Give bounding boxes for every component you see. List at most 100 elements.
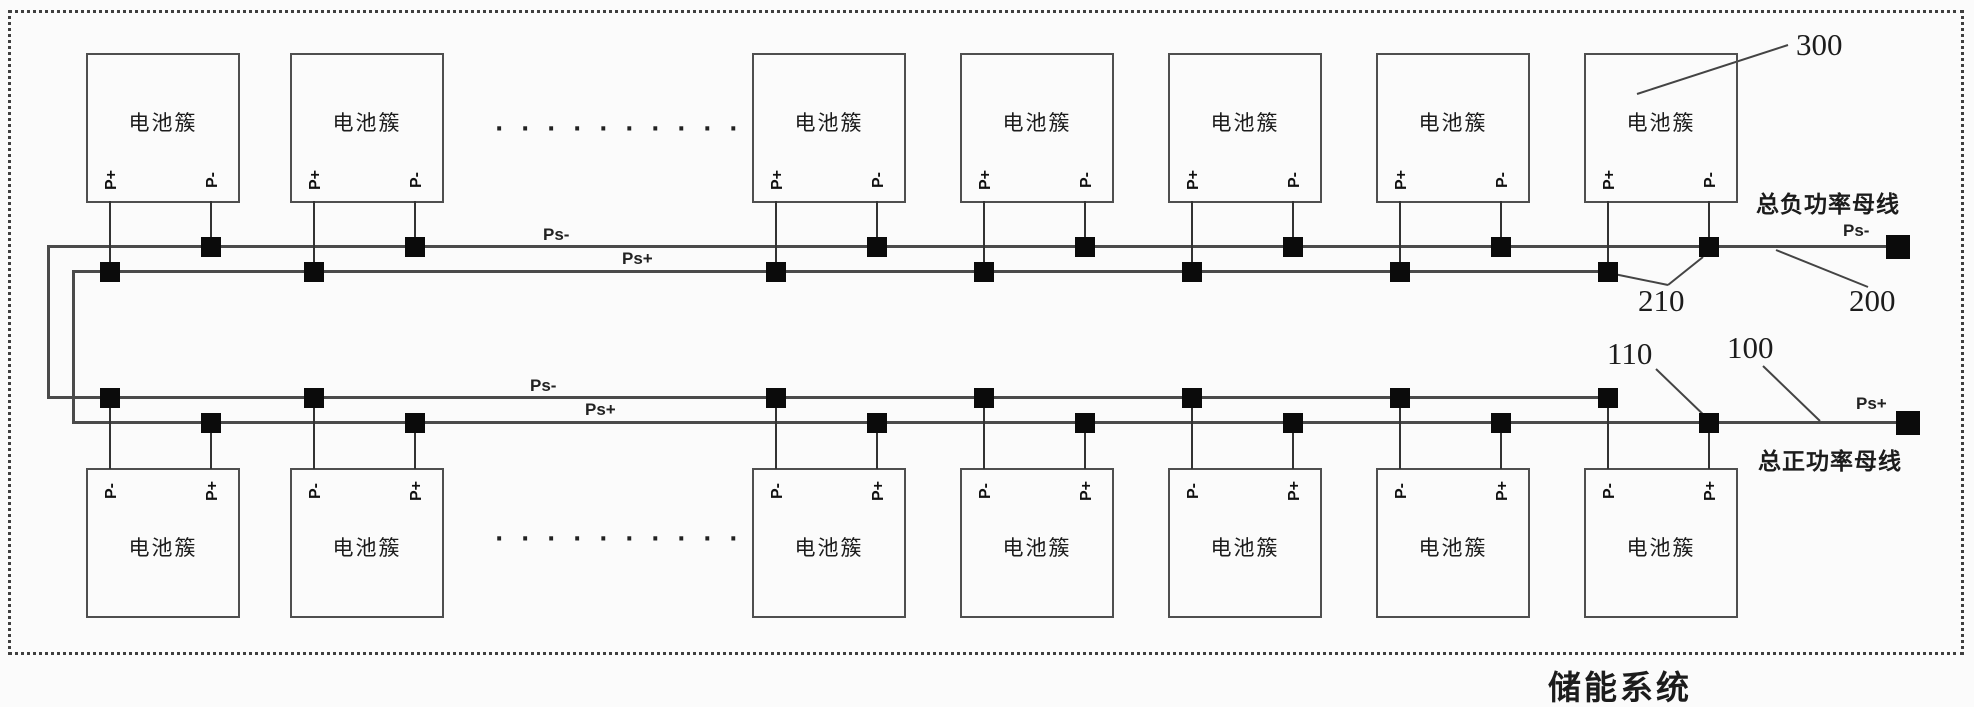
negative-bus-junction	[304, 388, 324, 408]
positive-terminal-label: P+	[1185, 170, 1202, 191]
positive-bus-junction	[1390, 262, 1410, 282]
ref-200-negative-bus: 200	[1849, 283, 1896, 318]
lower-negative-bus-label: Ps-	[530, 376, 557, 395]
positive-bus-junction	[201, 413, 221, 433]
positive-bus-junction	[1699, 413, 1719, 433]
negative-terminal-label: P-	[1393, 483, 1410, 499]
battery-cluster-box-bottom-7: P- P+ 电池簇	[1584, 468, 1738, 618]
negative-bus-left-link	[47, 245, 50, 399]
positive-terminal-lead	[109, 201, 111, 271]
battery-cluster-box-bottom-1: P-P+电池簇	[86, 468, 240, 618]
positive-bus-junction	[1598, 262, 1618, 282]
negative-terminal-lead	[876, 201, 878, 247]
positive-terminal-lead	[210, 424, 212, 469]
negative-terminal-label: P-	[870, 172, 887, 188]
battery-cluster-label: 电池簇	[1002, 111, 1072, 135]
positive-bus-junction	[974, 262, 994, 282]
positive-bus-junction	[100, 262, 120, 282]
negative-terminal-label: P-	[307, 483, 324, 499]
negative-bus-junction	[1283, 237, 1303, 257]
positive-bus-junction	[766, 262, 786, 282]
battery-cluster-label: 电池簇	[128, 536, 198, 560]
positive-terminal-lead	[775, 201, 777, 271]
positive-terminal-lead	[1708, 424, 1710, 469]
positive-terminal-lead	[313, 201, 315, 271]
negative-bus-junction	[974, 388, 994, 408]
negative-bus-junction	[1182, 388, 1202, 408]
negative-bus-junction	[1491, 237, 1511, 257]
negative-terminal-label: P-	[1286, 172, 1303, 188]
battery-cluster-label: 电池簇	[128, 111, 198, 135]
negative-terminal-lead	[1399, 399, 1401, 469]
positive-terminal-label: P+	[1286, 481, 1303, 502]
negative-terminal-label: P-	[1078, 172, 1095, 188]
positive-terminal-label: P+	[769, 170, 786, 191]
battery-cluster-label: 电池簇	[1626, 111, 1696, 135]
positive-bus-junction	[304, 262, 324, 282]
positive-terminal-lead	[1399, 201, 1401, 271]
battery-cluster-box-bottom-2: P-P+电池簇	[290, 468, 444, 618]
negative-terminal-label: P-	[1702, 172, 1719, 188]
battery-cluster-box-top-3: 电池簇 P+ P-	[752, 53, 906, 203]
upper-positive-bus-line	[73, 270, 1608, 273]
negative-terminal-label: P-	[977, 483, 994, 499]
negative-terminal-label: P-	[103, 483, 120, 499]
negative-terminal-lead	[775, 399, 777, 469]
negative-terminal-label: P-	[204, 172, 221, 188]
positive-terminal-label: P+	[1702, 481, 1719, 502]
positive-bus-junction	[1491, 413, 1511, 433]
negative-bus-junction	[100, 388, 120, 408]
positive-terminal-lead	[1292, 424, 1294, 469]
positive-terminal-label: P+	[1393, 170, 1410, 191]
negative-bus-junction	[1598, 388, 1618, 408]
positive-bus-junction	[405, 413, 425, 433]
negative-terminal-lead	[1500, 201, 1502, 247]
system-boundary-box	[8, 10, 1964, 655]
battery-cluster-label: 电池簇	[332, 111, 402, 135]
negative-bus-junction	[1075, 237, 1095, 257]
negative-terminal-lead	[1708, 201, 1710, 247]
battery-cluster-box-bottom-5: P- P+ 电池簇	[1168, 468, 1322, 618]
negative-terminal-label: P-	[408, 172, 425, 188]
upper-positive-bus-label: Ps+	[622, 249, 653, 268]
lower-positive-bus-label: Ps+	[585, 400, 616, 419]
negative-bus-junction	[405, 237, 425, 257]
negative-terminal-lead	[210, 201, 212, 247]
positive-terminal-label: P+	[103, 170, 120, 191]
positive-bus-junction	[1182, 262, 1202, 282]
battery-cluster-label: 电池簇	[1626, 536, 1696, 560]
positive-bus-left-link	[72, 270, 75, 424]
positive-terminal-lead	[414, 424, 416, 469]
battery-cluster-box-top-4: 电池簇 P+ P-	[960, 53, 1114, 203]
positive-terminal-label: P+	[977, 170, 994, 191]
negative-terminal-label: P-	[1185, 483, 1202, 499]
upper-negative-bus-label: Ps-	[543, 225, 570, 244]
negative-bus-terminal-square	[1886, 235, 1910, 259]
battery-cluster-box-top-6: 电池簇 P+ P-	[1376, 53, 1530, 203]
positive-bus-terminal-square	[1896, 411, 1920, 435]
negative-terminal-lead	[1292, 201, 1294, 247]
battery-cluster-label: 电池簇	[794, 111, 864, 135]
ref-300-battery-cluster: 300	[1796, 27, 1843, 62]
negative-terminal-lead	[313, 399, 315, 469]
negative-terminal-label: P-	[769, 483, 786, 499]
negative-terminal-label: P-	[1494, 172, 1511, 188]
positive-terminal-lead	[876, 424, 878, 469]
positive-terminal-lead	[1500, 424, 1502, 469]
negative-terminal-lead	[1084, 201, 1086, 247]
negative-terminal-label: P-	[1601, 483, 1618, 499]
negative-bus-name: 总负功率母线	[1756, 192, 1900, 217]
system-title: 储能系统	[1548, 671, 1692, 707]
negative-terminal-lead	[109, 399, 111, 469]
ref-110-positive-node: 110	[1607, 336, 1653, 371]
positive-bus-name: 总正功率母线	[1758, 449, 1902, 474]
battery-cluster-box-bottom-3: P-P+电池簇	[752, 468, 906, 618]
battery-cluster-box-top-1: 电池簇 P+ P-	[86, 53, 240, 203]
negative-bus-junction	[766, 388, 786, 408]
battery-cluster-label: 电池簇	[1418, 111, 1488, 135]
battery-cluster-label: 电池簇	[1210, 536, 1280, 560]
battery-cluster-label: 电池簇	[1210, 111, 1280, 135]
upper-negative-bus-line	[48, 245, 1898, 248]
